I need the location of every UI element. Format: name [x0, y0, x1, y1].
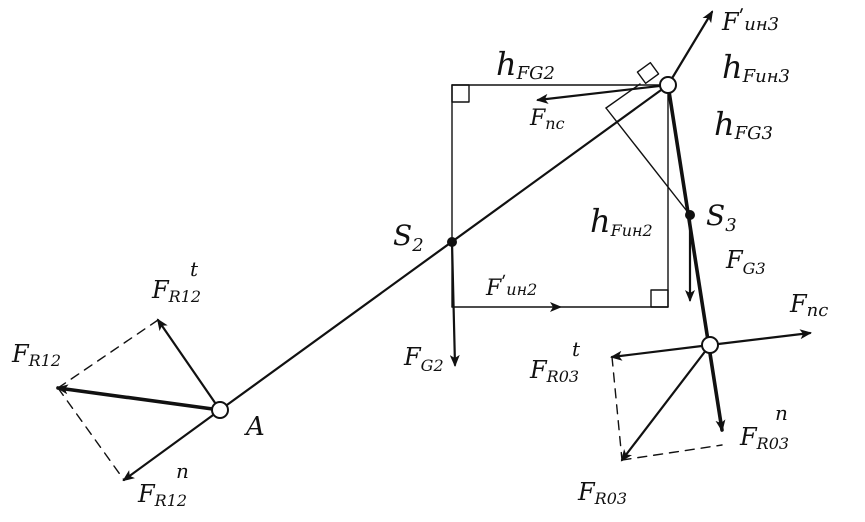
- f-pc-top-arrow: [536, 83, 670, 104]
- f-r03-n-label: FR03: [739, 423, 789, 453]
- right-angle-mark-3: [636, 61, 660, 85]
- joint-a: [211, 401, 229, 419]
- s3-point: [685, 210, 695, 220]
- f-r12-n-arrow: [122, 408, 222, 482]
- f-pc-top-label: Fпс: [529, 106, 565, 133]
- f-r12-arrow: [56, 384, 222, 412]
- joint-b: [659, 76, 677, 94]
- joint-c: [701, 336, 719, 354]
- s2-label: S2: [393, 219, 424, 256]
- f-r03-t-label: FR03: [529, 356, 579, 386]
- h-fin3-perp: [605, 83, 641, 109]
- right-angle-mark-1: [451, 84, 470, 103]
- h-fg3-label: hFG3: [714, 105, 773, 144]
- f-r12-t-label: FR12: [151, 276, 201, 306]
- point-a-label: A: [244, 412, 265, 442]
- f-r03-t-arrow: [610, 343, 712, 361]
- f-r03-arrow: [620, 343, 712, 462]
- right-angle-mark-2: [650, 289, 669, 308]
- h-fin3-label: hFин3: [722, 48, 790, 87]
- f-r03-parallelogram-b: [621, 444, 723, 461]
- f-r12-n-sup: n: [176, 459, 189, 483]
- link-2: [218, 83, 670, 412]
- f-in3-label: Fʹин3: [721, 5, 779, 36]
- f-pc-right-label: Fпс: [789, 290, 828, 321]
- f-pc-right-arrow: [708, 329, 812, 347]
- link-3: [666, 83, 726, 432]
- f-r12-n-label: FR12: [137, 480, 187, 510]
- f-r12-parallelogram-a: [57, 319, 159, 389]
- f-r03-n-sup: n: [775, 401, 788, 425]
- f-r12-t-arrow: [156, 318, 222, 412]
- f-r03-parallelogram-a: [611, 356, 623, 461]
- h-fg2-label: hFG2: [496, 45, 555, 84]
- f-g2-arrow: [449, 240, 460, 367]
- f-in3-arrow: [666, 10, 714, 87]
- f-r12-label: FR12: [11, 340, 61, 370]
- s3-label: S3: [706, 199, 737, 236]
- f-r12-parallelogram-b: [57, 387, 125, 481]
- h-fin2-label: hFин2: [590, 202, 653, 240]
- s2-point: [447, 237, 457, 247]
- f-r03-t-sup: t: [572, 337, 581, 361]
- f-g3-label: FG3: [725, 246, 766, 278]
- f-r12-t-sup: t: [190, 257, 199, 281]
- f-r03-label: FR03: [577, 478, 627, 508]
- h-fin3-line: [605, 107, 691, 216]
- f-in2-label: Fʹин2: [485, 273, 537, 301]
- f-g2-label: FG2: [403, 343, 444, 375]
